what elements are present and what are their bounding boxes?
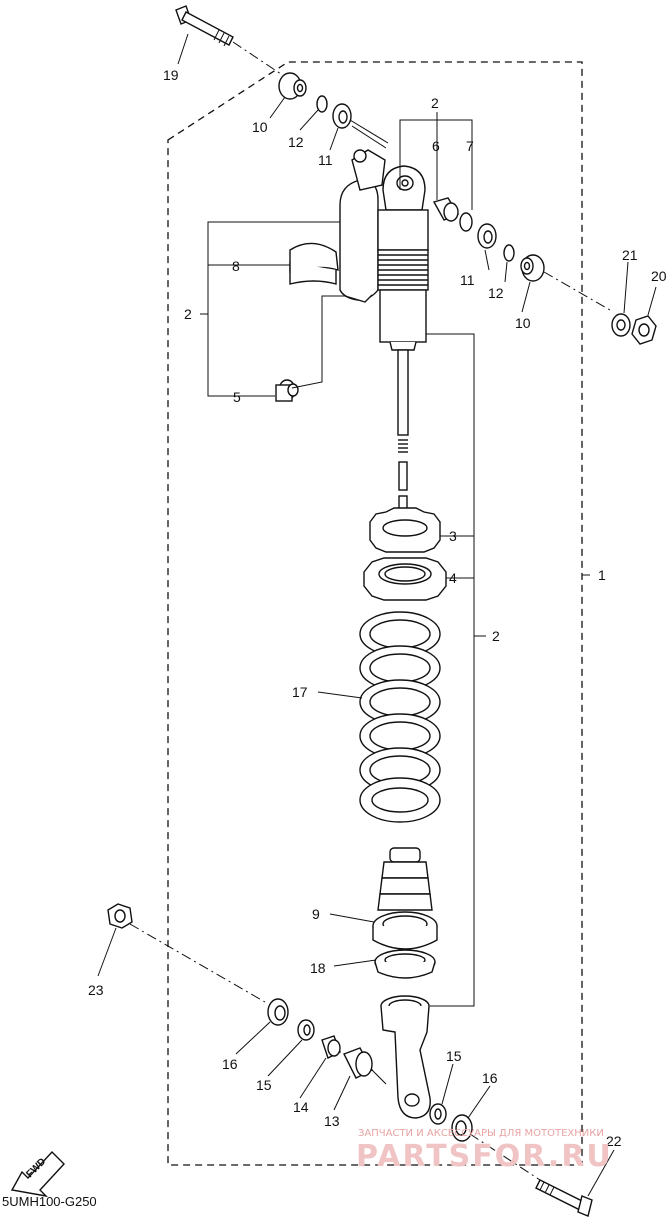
part-16-seal-right xyxy=(451,1114,473,1142)
callout-3: 3 xyxy=(449,528,457,544)
reservoir xyxy=(339,149,386,303)
callout-8: 8 xyxy=(232,258,240,274)
callout-22: 22 xyxy=(606,1133,622,1149)
callout-9: 9 xyxy=(312,906,320,922)
part-17-spring xyxy=(359,611,441,823)
callout-23: 23 xyxy=(88,982,104,998)
callout-13: 13 xyxy=(324,1113,340,1129)
watermark-logo: PARTSFOR.RU xyxy=(356,1139,613,1174)
leader xyxy=(426,333,475,1007)
part-12-o-ring-top xyxy=(316,95,328,113)
callout-1: 1 xyxy=(598,567,606,583)
part-5-valve-cap xyxy=(275,379,299,402)
callout-2-left: 2 xyxy=(184,306,192,322)
callout-14: 14 xyxy=(293,1099,309,1115)
part-20-nut xyxy=(631,315,657,345)
callout-11-right: 11 xyxy=(460,272,475,288)
callout-15-right: 15 xyxy=(446,1048,462,1064)
part-11-seal-right xyxy=(477,223,497,249)
part-15-o-ring-left xyxy=(297,1019,315,1041)
callout-15-left: 15 xyxy=(256,1077,272,1093)
part-10-collar-top xyxy=(278,72,307,100)
watermark-tagline: ЗАПЧАСТИ И АКСЕССУАРЫ ДЛЯ МОТОТЕХНИКИ xyxy=(358,1128,604,1139)
callout-16-left: 16 xyxy=(222,1056,238,1072)
callout-21: 21 xyxy=(622,247,638,263)
part-13-bushing xyxy=(343,1047,373,1079)
part-12-o-ring-right xyxy=(503,244,515,262)
leader xyxy=(177,33,189,65)
shock-body xyxy=(377,165,429,351)
part-22-bolt xyxy=(535,1179,593,1217)
callout-2-top: 2 xyxy=(431,95,439,111)
part-14-collar xyxy=(321,1035,341,1059)
part-3-lock-nut xyxy=(369,507,441,553)
part-21-washer xyxy=(611,313,631,337)
part-19-bolt xyxy=(175,5,234,47)
part-23-nut xyxy=(107,903,133,929)
callout-4: 4 xyxy=(449,570,457,586)
part-10-collar-right xyxy=(520,254,545,282)
part-15-o-ring-right xyxy=(429,1103,447,1125)
leader xyxy=(399,119,473,210)
bump-stop xyxy=(377,847,433,911)
lower-clevis xyxy=(380,995,431,1119)
callout-17: 17 xyxy=(292,684,308,700)
callout-12-top: 12 xyxy=(288,134,304,150)
piston-rod xyxy=(397,349,409,527)
assembly-boundary xyxy=(167,61,583,1166)
part-9-spring-seat xyxy=(372,911,438,950)
callout-12-right: 12 xyxy=(488,285,504,301)
callout-7: 7 xyxy=(466,138,474,154)
leader xyxy=(207,221,340,397)
part-18-stopper xyxy=(374,949,436,979)
callout-10-top: 10 xyxy=(252,119,268,135)
callout-19: 19 xyxy=(163,67,179,83)
part-4-adjusting-nut xyxy=(363,557,447,601)
part-6-collar xyxy=(432,197,460,222)
callout-18: 18 xyxy=(310,960,326,976)
callout-16-right: 16 xyxy=(482,1070,498,1086)
part-16-seal-left xyxy=(267,998,289,1026)
fwd-arrow-icon: FWD xyxy=(10,1150,65,1198)
callout-20: 20 xyxy=(651,268,667,284)
callout-11-top: 11 xyxy=(318,152,333,168)
part-7-seal xyxy=(459,212,473,232)
callout-2-right: 2 xyxy=(492,628,500,644)
callout-6: 6 xyxy=(432,138,440,154)
diagram-code: 5UMH100-G250 xyxy=(2,1194,97,1209)
callout-10-right: 10 xyxy=(515,315,531,331)
part-11-seal-top xyxy=(332,103,352,129)
part-8-bladder xyxy=(289,242,339,285)
callout-5: 5 xyxy=(233,389,241,405)
